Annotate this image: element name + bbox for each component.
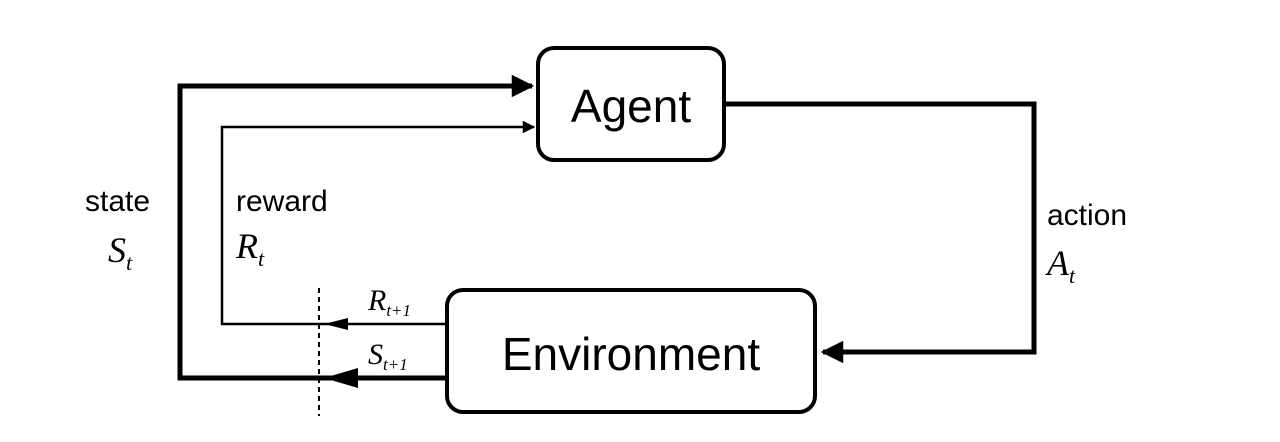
agent-label: Agent [571,80,691,132]
next-state-arrowhead [324,368,358,388]
state-loop-line [177,74,535,381]
next-reward-symbol: Rt+1 [367,284,411,320]
next-reward-symbol-letter: R [367,284,386,317]
next-reward-arrowhead [324,318,348,330]
reward-word: reward [236,185,328,218]
next-state-symbol: St+1 [368,338,408,374]
reward-subscript: t [258,246,265,271]
state-symbol: St [108,230,133,275]
state-word: state [85,185,150,218]
state-subscript: t [126,250,133,275]
environment-label: Environment [502,328,760,380]
next-state-symbol-letter: S [368,338,383,371]
action-symbol: At [1045,243,1076,288]
action-word: action [1047,199,1127,232]
action-symbol-letter: A [1045,243,1070,283]
next-state-subscript: t+1 [383,355,408,374]
next-reward-subscript: t+1 [386,301,411,320]
reward-symbol-letter: R [235,226,258,266]
action-arrow [724,101,1037,364]
reward-symbol: Rt [235,226,265,271]
environment-box [445,288,817,414]
state-symbol-letter: S [108,230,126,270]
action-subscript: t [1069,263,1076,288]
